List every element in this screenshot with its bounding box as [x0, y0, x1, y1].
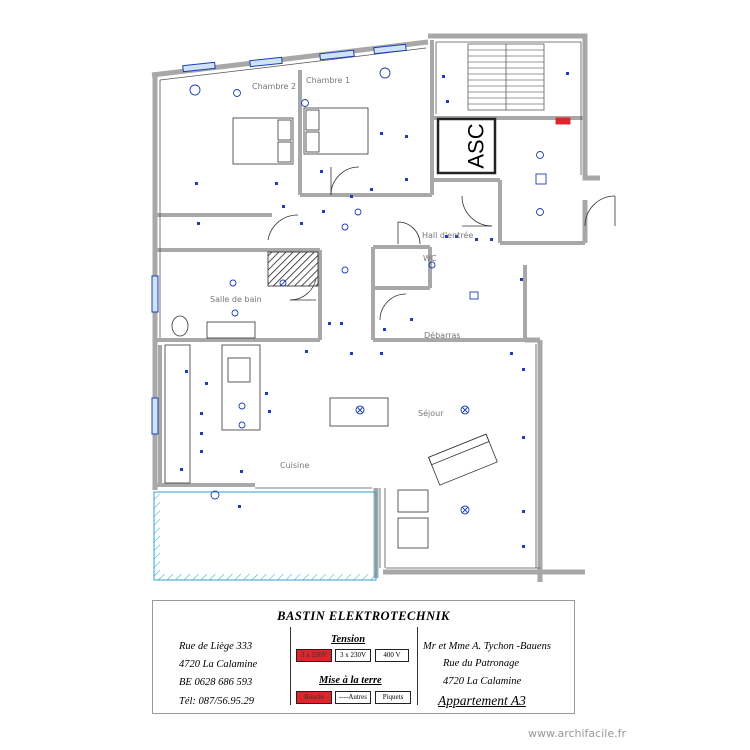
sink [206, 321, 256, 339]
company-address-line-1: Rue de Liège 333 [179, 641, 253, 652]
wall-faces [159, 41, 582, 569]
floor-plan: ASC [151, 33, 616, 582]
terre-option-boucle: Boucle [296, 691, 332, 704]
client-city: 4720 La Calamine [443, 676, 522, 687]
dining-table [329, 397, 389, 427]
bed-chambre-1 [303, 107, 369, 155]
room-label-cuisine: Cuisine [280, 461, 309, 470]
kitchen-island [221, 344, 261, 431]
sofa [428, 433, 498, 486]
electrical-symbols [189, 67, 571, 515]
room-label-salle-de-bain: Salle de bain [210, 295, 262, 304]
terre-option-piquets: Piquets [375, 691, 411, 704]
divider-left [290, 627, 291, 705]
bed-chambre-2 [232, 117, 294, 165]
terre-heading: Mise à la terre [319, 675, 382, 686]
room-label-sejour: Séjour [418, 408, 444, 418]
tension-option-2: 3 x 230V [335, 649, 371, 662]
title-block: BASTIN ELEKTROTECHNIK Rue de Liège 333 4… [152, 600, 575, 714]
watermark: www.archifacile.fr [527, 727, 626, 740]
sockets [180, 72, 569, 548]
company-phone: Tél: 087/56.95.29 [179, 696, 254, 707]
company-vat: BE 0628 686 593 [179, 677, 253, 688]
windows [151, 43, 407, 435]
furniture [164, 107, 616, 549]
room-label-wc: WC [423, 254, 437, 263]
tension-heading: Tension [331, 634, 366, 645]
room-label-chambre-2: Chambre 2 [252, 82, 296, 91]
tension-option-3: 400 V [375, 649, 409, 662]
elevator-shaft [436, 117, 497, 175]
company-name: BASTIN ELEKTROTECHNIK [277, 609, 450, 623]
client-name: Mr et Mme A. Tychon -Bauens [423, 641, 551, 652]
terrace [153, 491, 377, 581]
elevator-label: ASC [464, 123, 489, 168]
armchair-2 [397, 517, 429, 549]
terre-option-autres: ----Autres [335, 691, 371, 704]
room-label-debarras: Débarras [424, 330, 461, 340]
armchair-1 [397, 489, 429, 513]
interior-walls [155, 40, 585, 487]
room-label-chambre-1: Chambre 1 [306, 76, 350, 85]
stairwell [467, 43, 545, 111]
shower [267, 251, 319, 287]
toilet [171, 315, 189, 337]
divider-right [417, 627, 418, 705]
client-street: Rue du Patronage [443, 658, 520, 669]
company-address-line-2: 4720 La Calamine [179, 659, 258, 670]
apartment-label: Appartement A3 [438, 693, 526, 708]
room-label-hall: Hall d'entrée [422, 230, 473, 240]
tension-option-1: 3 x 230V [296, 649, 332, 662]
